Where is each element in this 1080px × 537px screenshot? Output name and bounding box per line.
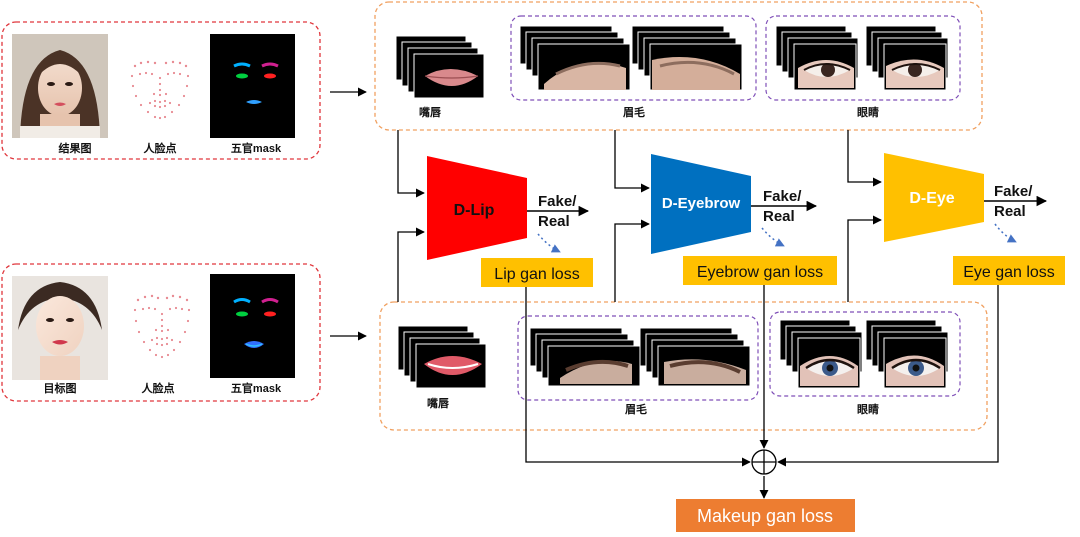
result-landmarks [130, 60, 190, 120]
result-group-eyebrow: 眉毛 [623, 105, 645, 119]
result-crops-panel: 嘴唇 眉毛 [374, 1, 983, 131]
loss-eyebrow-label: Eyebrow gan loss [697, 264, 823, 281]
discriminator-eye-label: D-Eye [909, 190, 954, 207]
result-caption-landmarks: 人脸点 [144, 141, 177, 155]
output-lip: Fake/ Real [527, 193, 590, 230]
result-caption-mask: 五官mask [231, 141, 282, 155]
loss-lip-label: Lip gan loss [494, 266, 579, 283]
loss-box-eye: Eye gan loss [953, 256, 1065, 285]
output-lip-fake: Fake/ [538, 193, 577, 210]
output-eyebrow-fake: Fake/ [763, 188, 802, 205]
target-caption-mask: 五官mask [231, 381, 282, 395]
loss-pointers [537, 223, 1017, 253]
result-photo [12, 34, 108, 138]
discriminator-eyebrow: D-Eyebrow [651, 154, 751, 254]
target-group-lip: 嘴唇 [427, 396, 450, 410]
target-caption-landmarks: 人脸点 [142, 381, 175, 395]
result-caption-image: 结果图 [58, 141, 92, 155]
target-eye-group [769, 311, 961, 397]
target-feature-mask [210, 274, 295, 378]
output-eyebrow: Fake/ Real [751, 188, 818, 225]
target-caption-image: 目标图 [44, 381, 77, 395]
result-eyebrow-stack-1 [519, 25, 631, 91]
target-crops-panel: 嘴唇 眉毛 [379, 301, 988, 431]
target-eyebrow-stack-1 [529, 327, 641, 387]
total-loss-box: Makeup gan loss [676, 499, 855, 532]
target-group-eyebrow: 眉毛 [625, 402, 647, 416]
sum-node-icon [751, 449, 777, 475]
target-lip-stack [397, 325, 487, 389]
discriminator-eyebrow-label: D-Eyebrow [662, 195, 741, 212]
target-photo [12, 276, 108, 380]
discriminator-lip-label: D-Lip [454, 202, 495, 219]
result-group-eye: 眼睛 [857, 105, 879, 119]
discriminator-lip: D-Lip [427, 156, 527, 260]
target-group-eye: 眼睛 [857, 402, 879, 416]
output-eyebrow-real: Real [763, 208, 795, 225]
result-feature-mask [210, 34, 295, 138]
loss-eye-label: Eye gan loss [963, 264, 1055, 281]
result-input-panel: 结果图 人脸点 五官mask [1, 21, 321, 160]
target-input-panel: 目标图 人脸点 五官mask [1, 263, 321, 402]
output-eye-real: Real [994, 203, 1026, 220]
result-eyebrow-stack-2 [631, 25, 743, 91]
total-loss-label: Makeup gan loss [697, 506, 833, 526]
target-eyebrow-stack-2 [639, 327, 751, 387]
loss-box-eyebrow: Eyebrow gan loss [683, 256, 837, 285]
output-eye-fake: Fake/ [994, 183, 1033, 200]
loss-box-lip: Lip gan loss [481, 258, 593, 287]
output-lip-real: Real [538, 213, 570, 230]
connectors [397, 130, 882, 302]
result-group-lip: 嘴唇 [419, 105, 442, 119]
result-eye-stack-2 [865, 25, 949, 91]
target-eye-stack-2 [865, 319, 949, 389]
target-eye-stack-1 [779, 319, 863, 389]
aggregate-lines [525, 285, 999, 499]
result-eye-group [765, 15, 961, 101]
target-landmarks [133, 294, 191, 359]
discriminator-eye: D-Eye [884, 153, 984, 242]
result-lip-stack [395, 35, 485, 99]
result-eye-stack-1 [775, 25, 859, 91]
output-eye: Fake/ Real [984, 183, 1048, 220]
result-eyebrow-group [510, 15, 757, 101]
target-eyebrow-group [517, 315, 759, 401]
